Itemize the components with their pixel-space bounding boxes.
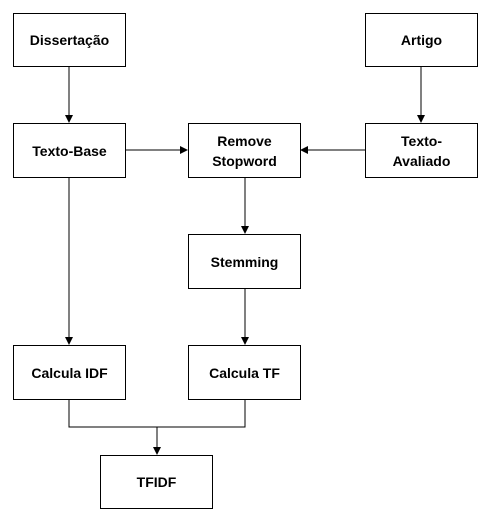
node-calcula-idf: Calcula IDF [13, 345, 126, 400]
node-stemming: Stemming [188, 234, 301, 289]
node-texto-avaliado: Texto- Avaliado [365, 123, 478, 178]
edge-calcula-tf-to-tfidf [157, 399, 246, 428]
node-texto-base: Texto-Base [13, 123, 126, 178]
node-remove-stopword: Remove Stopword [188, 123, 301, 178]
node-calcula-tf: Calcula TF [188, 345, 301, 400]
node-dissertacao: Dissertação [13, 13, 126, 67]
node-tfidf: TFIDF [100, 455, 213, 509]
edge-calcula-idf-to-tfidf [68, 399, 157, 428]
node-artigo: Artigo [365, 13, 478, 67]
